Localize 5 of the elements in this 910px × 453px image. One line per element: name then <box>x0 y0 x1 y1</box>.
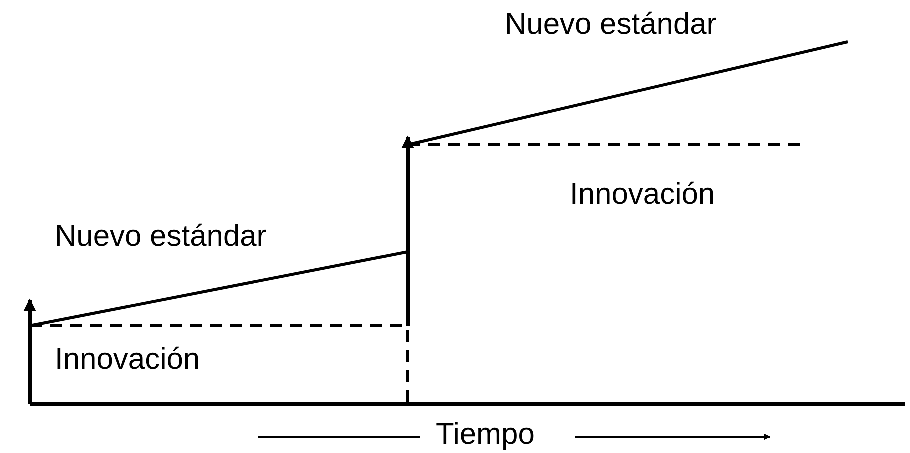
curve-label: Innovación <box>570 180 716 210</box>
axis-title: Tiempo <box>436 420 535 450</box>
curve-label: Nuevo estándar <box>505 10 717 40</box>
curve-label: Nuevo estándar <box>55 222 267 252</box>
curve-label: Innovación <box>55 345 200 375</box>
